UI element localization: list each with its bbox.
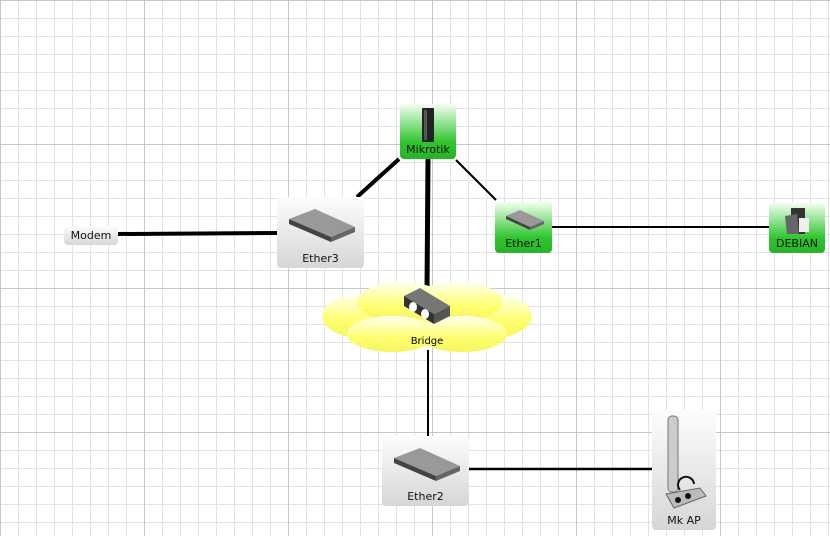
node-mkap[interactable]: Mk AP [652, 410, 716, 530]
node-ether3[interactable]: Ether3 [277, 197, 364, 268]
link-mikrotik-ether3[interactable] [355, 157, 401, 199]
node-debian[interactable]: DEBIAN [769, 203, 825, 253]
node-ether2[interactable]: Ether2 [382, 436, 469, 506]
node-label: Ether1 [505, 237, 542, 250]
link-modem-ether3[interactable] [117, 231, 278, 236]
link-mikrotik-ether1[interactable] [455, 159, 497, 201]
node-label: Modem [70, 229, 112, 242]
node-label: DEBIAN [776, 237, 818, 250]
node-mikrotik[interactable]: Mikrotik [400, 104, 456, 159]
node-label: Bridge [410, 336, 444, 347]
switch-icon [289, 209, 355, 242]
switch-icon [394, 448, 460, 481]
router-tower-icon [422, 108, 434, 142]
bridge-icon [404, 288, 450, 324]
node-ether1[interactable]: Ether1 [495, 202, 552, 253]
node-label: Ether3 [302, 252, 339, 265]
switch-icon [506, 210, 544, 230]
node-label: Mk AP [667, 514, 701, 527]
node-label: Ether2 [407, 490, 444, 503]
server-folder-icon [785, 208, 809, 234]
node-bridge[interactable]: Bridge [322, 280, 532, 356]
node-label: Mikrotik [406, 143, 450, 156]
link-mikrotik-bridge[interactable] [424, 157, 431, 293]
node-modem[interactable]: Modem [64, 226, 118, 245]
wireless-ap-icon [665, 415, 707, 509]
